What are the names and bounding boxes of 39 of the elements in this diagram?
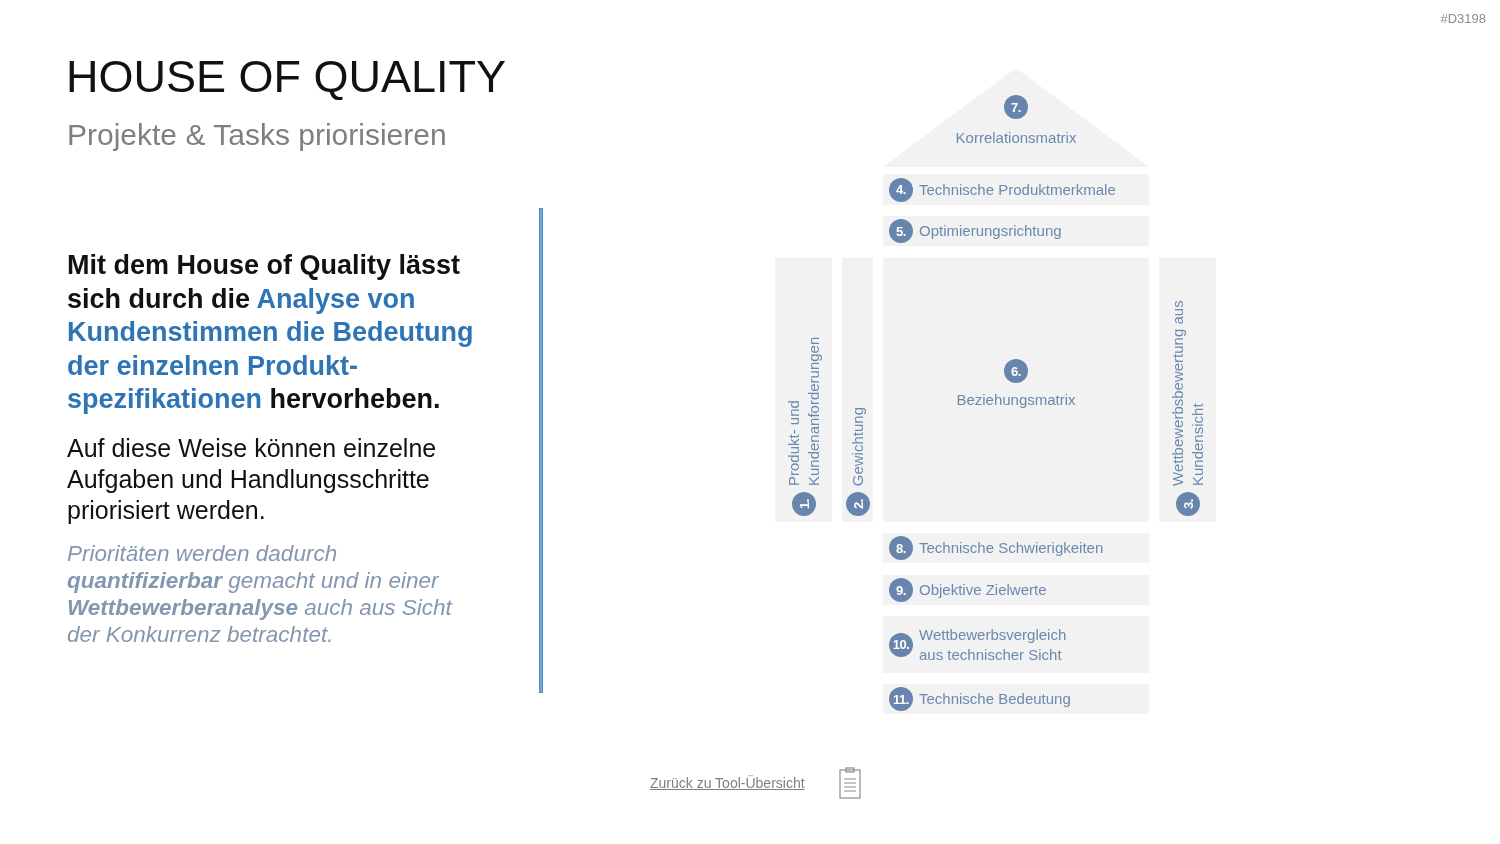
body-paragraph: Auf diese Weise können einzelne Aufgaben und Handlungsschritte priorisiert werden. (67, 433, 438, 526)
section-label: Produkt- und Kundenanforderungen (783, 335, 823, 486)
intro-statement: Mit dem House of Quality lässt sich durch die Analyse von Kundenstimmen die Bedeutung der einzelnen Produkt-spezifikationen hervorheben. (67, 249, 475, 416)
step-number-badge: 8. (889, 536, 913, 560)
roof-section (883, 68, 1149, 167)
column-panel (842, 258, 873, 522)
section-label: Wettbewerbsbewertung aus Kundensicht (1167, 299, 1207, 486)
section-label: Technische Produktmerkmale (919, 179, 1117, 200)
step-number-badge: 10. (889, 632, 913, 657)
matrix-panel (883, 258, 1149, 522)
step-number-badge: 1. (791, 492, 816, 516)
step-number-badge: 2. (845, 492, 870, 516)
section-label: Objektive Zielwerte (919, 580, 1048, 600)
section-label: Gewichtung (847, 406, 867, 486)
section-label: Beziehungsmatrix (956, 391, 1076, 410)
slide-code: #D3198 (1440, 12, 1486, 25)
section-bar (883, 616, 1149, 673)
section-bar (883, 533, 1149, 563)
section-bar (883, 684, 1149, 714)
section-bar (883, 174, 1149, 205)
step-number-badge: 6. (1004, 359, 1028, 383)
step-number-badge: 5. (889, 219, 913, 243)
column-panel (1159, 258, 1216, 522)
section-label: Optimierungsrichtung (919, 221, 1063, 241)
slide-subtitle: Projekte & Tasks priorisieren (67, 120, 447, 150)
slide-title: HOUSE OF QUALITY (66, 54, 507, 99)
section-bar (883, 216, 1149, 246)
step-number-badge: 3. (1175, 492, 1200, 516)
section-label: Wettbewerbsvergleich aus technischer Sicht (919, 624, 1068, 665)
section-label: Technische Schwierigkeiten (919, 538, 1105, 558)
section-bar (883, 575, 1149, 605)
section-label: Technische Bedeutung (919, 689, 1072, 709)
note-paragraph: Prioritäten werden dadurch quantifizierbar gemacht und in einer Wettbewerberanalyse auch aus Sicht der Konkurrenz betrachtet. (67, 540, 454, 648)
step-number-badge: 11. (889, 687, 913, 711)
step-number-badge: 4. (889, 177, 913, 202)
section-label: Korrelationsmatrix (955, 129, 1077, 148)
back-link: Zurück zu Tool-Übersicht (650, 776, 805, 790)
step-number-badge: 9. (889, 578, 913, 602)
column-panel (775, 258, 832, 522)
